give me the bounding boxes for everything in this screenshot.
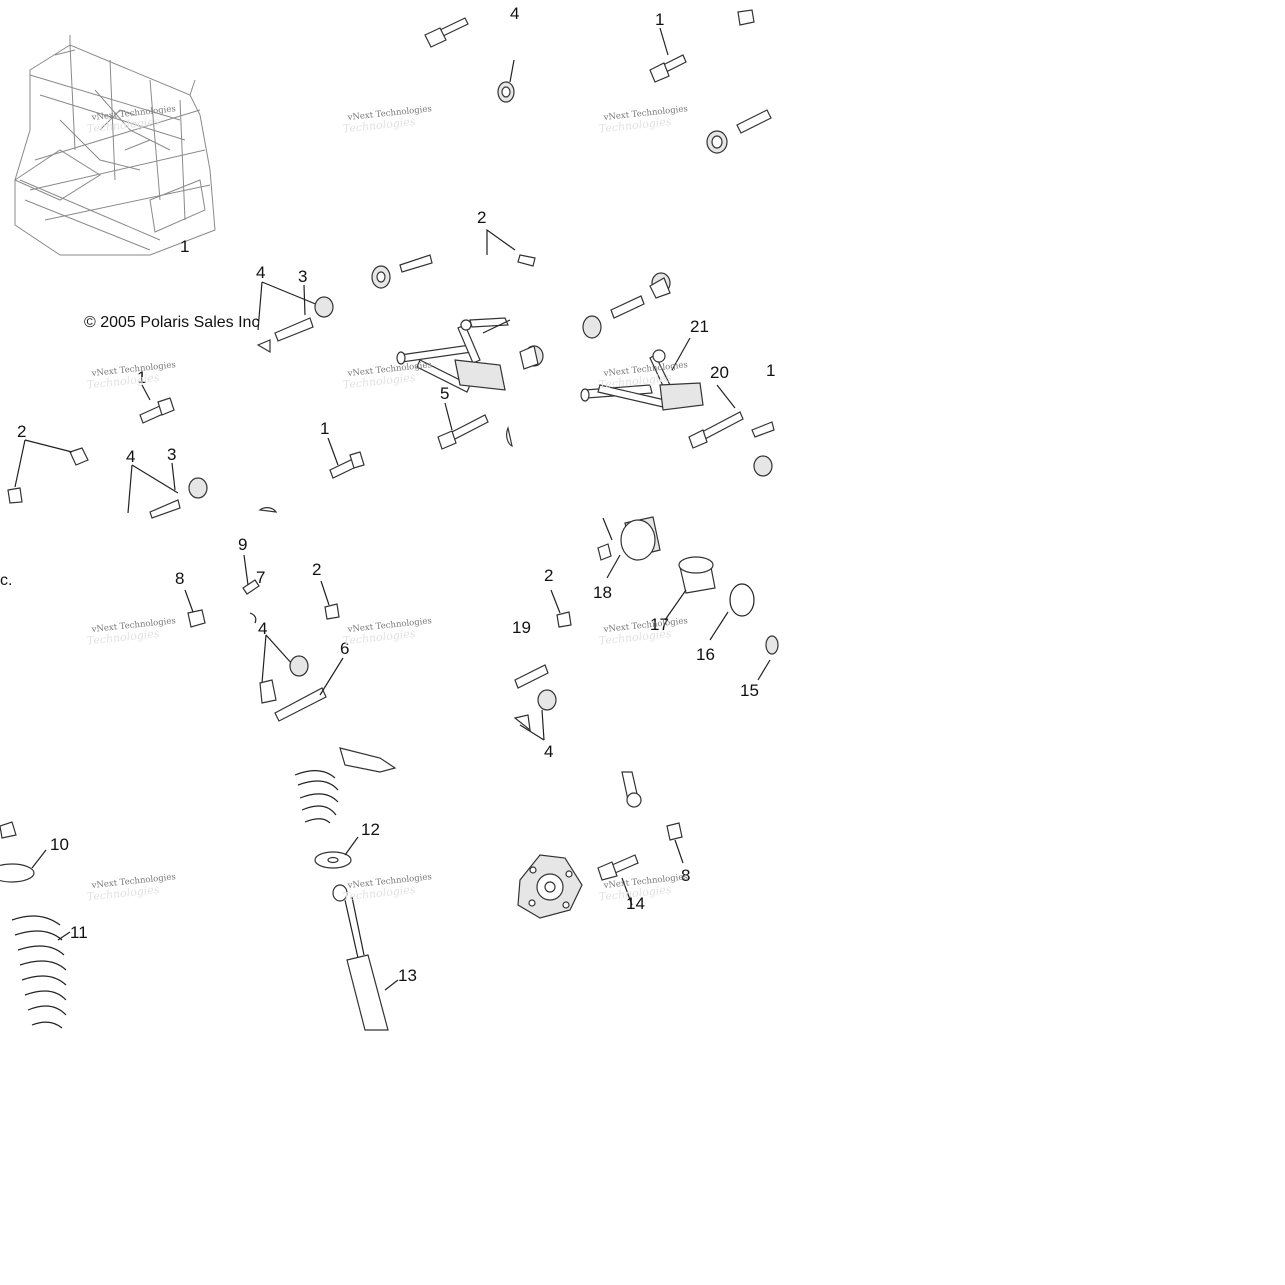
callout-4-lower: 4 bbox=[258, 619, 267, 638]
callout-8-right: 8 bbox=[681, 866, 690, 885]
spring-11 bbox=[11, 915, 71, 1029]
pin-19 bbox=[514, 664, 549, 689]
nuts-left bbox=[7, 439, 89, 504]
nut-2-mid bbox=[320, 580, 340, 620]
callout-2-mid: 2 bbox=[312, 560, 321, 579]
nut-8-left bbox=[184, 589, 206, 628]
copyright-text: © 2005 Polaris Sales Inc bbox=[84, 314, 259, 331]
upper-a-arm bbox=[396, 317, 511, 393]
bearing-17 bbox=[664, 556, 716, 621]
callout-4-top: 4 bbox=[510, 4, 519, 23]
callout-14: 14 bbox=[626, 894, 645, 913]
bushing-top-right bbox=[706, 109, 772, 154]
bushing-pin-left bbox=[127, 462, 208, 519]
bolt-left bbox=[139, 384, 175, 424]
washer-lower-center bbox=[258, 507, 278, 513]
lower-a-arm bbox=[580, 337, 704, 411]
bushing-set-right-top bbox=[582, 272, 671, 339]
callout-11: 11 bbox=[70, 923, 88, 942]
bolt-14 bbox=[597, 854, 639, 906]
bolt-top-right bbox=[649, 27, 687, 83]
callout-1-left: 1 bbox=[137, 368, 146, 387]
wheel-hub bbox=[517, 854, 583, 919]
bushing-center-right bbox=[519, 345, 544, 370]
callout-5: 5 bbox=[440, 384, 449, 403]
bushing-pin-mid bbox=[256, 281, 334, 354]
callout-8-left: 8 bbox=[175, 569, 184, 588]
hub-18 bbox=[597, 516, 661, 579]
callout-1-top: 1 bbox=[655, 10, 664, 29]
nut-2-right bbox=[550, 589, 572, 628]
callout-1-right: 1 bbox=[766, 361, 775, 380]
washer-center bbox=[506, 426, 513, 448]
callout-2-left: 2 bbox=[17, 422, 26, 441]
bolt-center-left bbox=[327, 437, 365, 479]
callout-4-mid: 4 bbox=[256, 263, 265, 282]
callout-3-mid: 3 bbox=[298, 267, 307, 286]
frame-illustration bbox=[13, 35, 216, 256]
callouts: 4 1 1 2 4 3 21 20 1 1 5 1 2 4 3 9 7 8 2 … bbox=[17, 4, 775, 985]
washer-10 bbox=[0, 821, 47, 883]
callout-16: 16 bbox=[696, 645, 715, 664]
callout-17: 17 bbox=[650, 615, 669, 634]
callout-12: 12 bbox=[361, 820, 380, 839]
callout-9: 9 bbox=[238, 535, 247, 554]
bushing-pin-lower bbox=[249, 612, 344, 722]
callout-2-right: 2 bbox=[544, 566, 553, 585]
nut-top-center bbox=[497, 59, 515, 103]
callout-4-bottom: 4 bbox=[544, 742, 553, 761]
copyright-fragment: c. bbox=[0, 572, 12, 589]
callout-4-left: 4 bbox=[126, 447, 135, 466]
snap-ring-16 bbox=[709, 583, 755, 641]
callout-19: 19 bbox=[512, 618, 531, 637]
bolt-top bbox=[424, 17, 469, 48]
bolt-5 bbox=[437, 402, 489, 450]
nut-top-right bbox=[737, 9, 755, 26]
callout-1-frame: 1 bbox=[180, 237, 189, 256]
spring-upper bbox=[294, 747, 397, 824]
callout-10: 10 bbox=[50, 835, 69, 854]
nut-8-right bbox=[666, 822, 684, 864]
callout-18: 18 bbox=[593, 583, 612, 602]
bushing-15 bbox=[757, 635, 779, 681]
callout-15: 15 bbox=[740, 681, 759, 700]
callout-7: 7 bbox=[256, 568, 265, 587]
bushing-lower-right bbox=[513, 689, 557, 741]
callout-3-left: 3 bbox=[167, 445, 176, 464]
pin-7 bbox=[242, 554, 260, 595]
callout-2-top: 2 bbox=[477, 208, 486, 227]
callout-6: 6 bbox=[340, 639, 349, 658]
shock-13 bbox=[332, 884, 399, 1031]
callout-20: 20 bbox=[710, 363, 729, 382]
bolt-20 bbox=[688, 384, 744, 449]
shock-body-right bbox=[621, 771, 642, 808]
callout-21: 21 bbox=[690, 317, 709, 336]
callout-1-center: 1 bbox=[320, 419, 329, 438]
bushing-set-center-top bbox=[371, 228, 536, 289]
callout-13: 13 bbox=[398, 966, 417, 985]
washer-12 bbox=[314, 836, 359, 869]
bushing-far-right bbox=[751, 421, 775, 477]
